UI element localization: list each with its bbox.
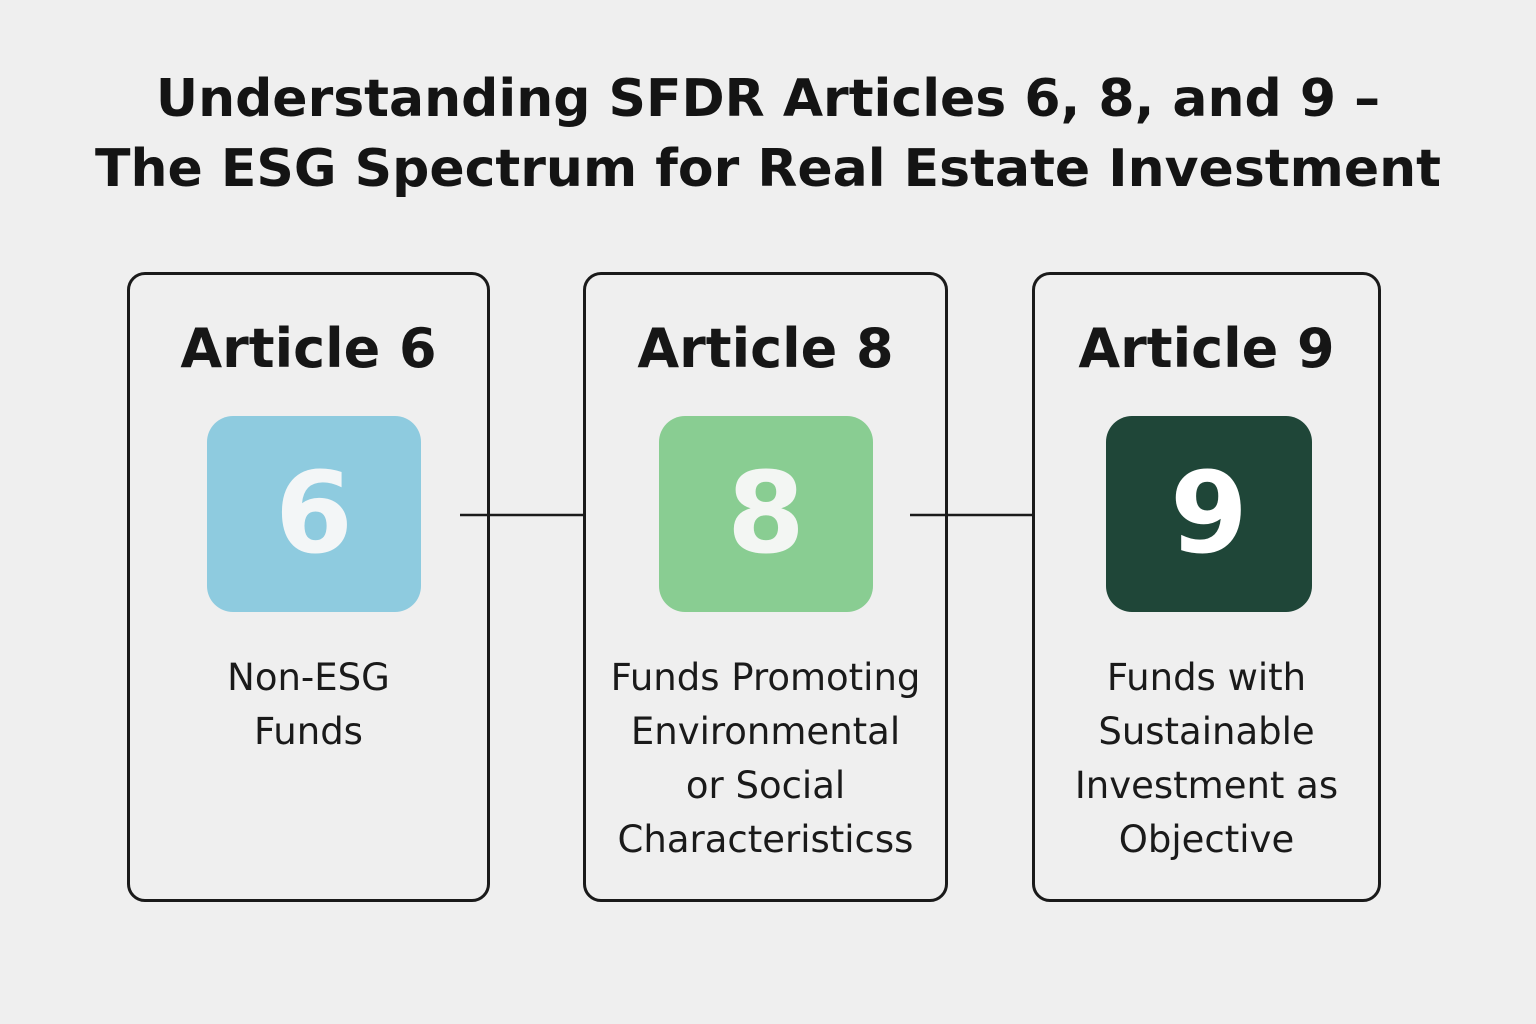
article-8-number: 8	[727, 449, 805, 579]
article-8-description: Funds Promoting Environmental or Social …	[586, 651, 945, 867]
article-9-number-tile: 9	[1106, 416, 1312, 612]
article-6-card: Article 6 6 Non-ESG Funds	[127, 272, 490, 902]
article-8-heading: Article 8	[637, 317, 894, 380]
article-8-description-line: Characteristicss	[617, 818, 914, 861]
article-6-heading: Article 6	[180, 317, 437, 380]
article-6-number-tile: 6	[207, 416, 421, 612]
article-9-card: Article 9 9 Funds with Sustainable Inves…	[1032, 272, 1381, 902]
article-9-number: 9	[1170, 449, 1248, 579]
title-line-2: The ESG Spectrum for Real Estate Investm…	[95, 139, 1441, 199]
article-8-card: Article 8 8 Funds Promoting Environmenta…	[583, 272, 948, 902]
article-8-description-line: Environmental	[630, 710, 901, 753]
article-9-description-line: Objective	[1118, 818, 1295, 861]
article-8-description-line: or Social	[685, 764, 846, 807]
article-9-description-line: Investment as	[1074, 764, 1339, 807]
article-6-description-line: Funds	[254, 710, 363, 753]
article-6-description: Non-ESG Funds	[130, 651, 487, 759]
diagram-title: Understanding SFDR Articles 6, 8, and 9 …	[0, 64, 1536, 204]
article-6-description-line: Non-ESG	[227, 656, 390, 699]
article-9-description-line: Sustainable	[1098, 710, 1315, 753]
title-line-1: Understanding SFDR Articles 6, 8, and 9 …	[155, 69, 1381, 129]
article-9-description: Funds with Sustainable Investment as Obj…	[1035, 651, 1378, 867]
article-8-description-line: Funds Promoting	[610, 656, 921, 699]
article-6-number: 6	[275, 449, 353, 579]
article-9-description-line: Funds with	[1106, 656, 1307, 699]
article-9-heading: Article 9	[1078, 317, 1335, 380]
article-8-number-tile: 8	[659, 416, 873, 612]
